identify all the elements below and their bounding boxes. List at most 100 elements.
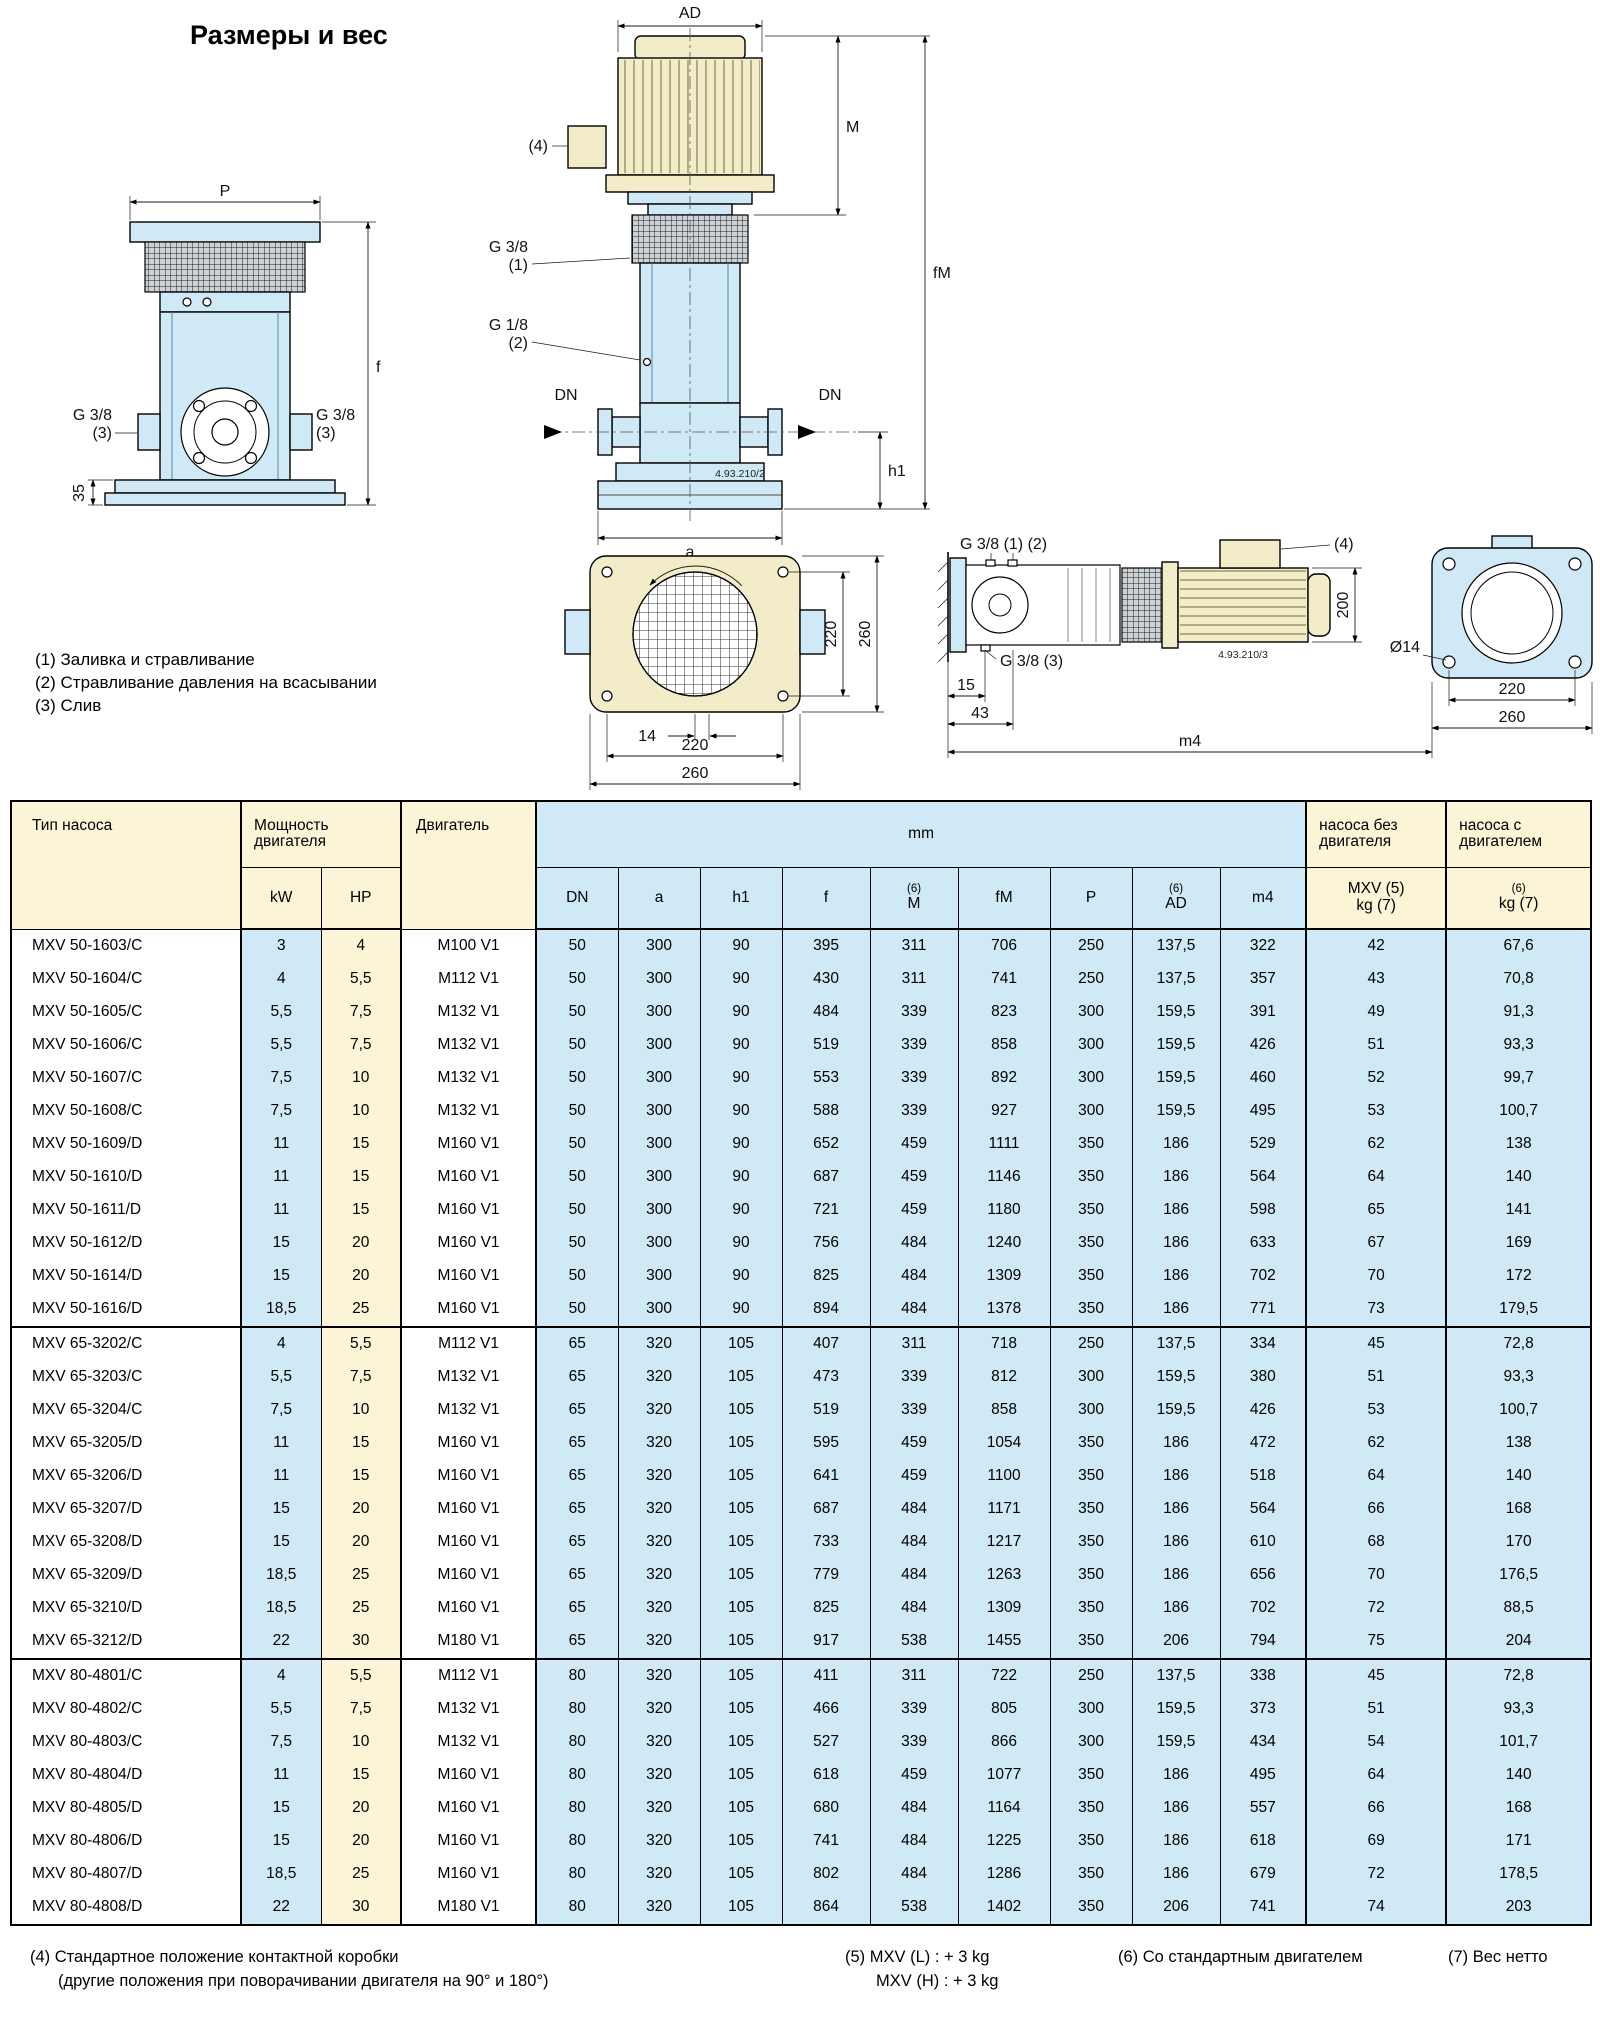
value-cell: 105	[699, 1559, 783, 1592]
value-cell: 300	[1049, 996, 1133, 1029]
pump-type-cell: MXV 80-4807/D	[10, 1858, 242, 1891]
pump-type-cell: MXV 50-1606/C	[10, 1029, 242, 1062]
value-cell: 350	[1049, 1161, 1133, 1194]
value-cell: 459	[869, 1161, 959, 1194]
value-cell: 679	[1219, 1858, 1308, 1891]
value-cell: 159,5	[1131, 1726, 1221, 1759]
pump-type-cell: MXV 50-1609/D	[10, 1128, 242, 1161]
value-cell: 50	[535, 996, 619, 1029]
value-cell: 1455	[957, 1625, 1051, 1659]
port-ref3-right-label: (3)	[316, 425, 336, 442]
value-cell: 100,7	[1445, 1095, 1592, 1128]
value-cell: 159,5	[1131, 1029, 1221, 1062]
technical-drawings: P G 3/8 (3) G 3/8 (3)	[71, 5, 1593, 790]
value-cell: 170	[1445, 1526, 1592, 1559]
value-cell: 858	[957, 1394, 1051, 1427]
value-cell: 4	[240, 1326, 322, 1361]
dim-dn-right-label: DN	[818, 387, 841, 404]
value-cell: 741	[781, 1825, 871, 1858]
value-cell: 680	[781, 1792, 871, 1825]
value-cell: 20	[320, 1227, 403, 1260]
value-cell: 320	[617, 1693, 701, 1726]
value-cell: 320	[617, 1592, 701, 1625]
value-cell: 90	[699, 1260, 783, 1293]
value-cell: 339	[869, 1029, 959, 1062]
value-cell: 538	[869, 1625, 959, 1659]
value-cell: 49	[1305, 996, 1448, 1029]
dim-200-label: 200	[1335, 592, 1352, 619]
side-view-drawing: AD (4) G 3/8 (1) G 1/8 (2)	[489, 5, 951, 561]
value-cell: 320	[617, 1891, 701, 1925]
col-header-ad: (6) AD	[1131, 866, 1221, 930]
value-cell: 300	[1049, 1062, 1133, 1095]
value-cell: 93,3	[1445, 1361, 1592, 1394]
value-cell: 825	[781, 1260, 871, 1293]
value-cell: 350	[1049, 1759, 1133, 1792]
plan-view-drawing: 220 260 14 220 260	[564, 555, 884, 790]
value-cell: 320	[617, 1726, 701, 1759]
value-cell: M160 V1	[400, 1194, 538, 1227]
value-cell: 7,5	[240, 1095, 322, 1128]
value-cell: 7,5	[320, 1029, 403, 1062]
value-cell: 25	[320, 1559, 403, 1592]
col-header-kg-pump: насоса без двигателя	[1305, 800, 1448, 868]
value-cell: 687	[781, 1161, 871, 1194]
value-cell: 100,7	[1445, 1394, 1592, 1427]
port-g38-right-label: G 3/8	[316, 407, 355, 424]
value-cell: 90	[699, 963, 783, 996]
value-cell: 22	[240, 1891, 322, 1925]
value-cell: 186	[1131, 1460, 1221, 1493]
kg-motor-line-1: насоса с	[1459, 816, 1522, 834]
pump-type-cell: MXV 50-1607/C	[10, 1062, 242, 1095]
value-cell: 90	[699, 1227, 783, 1260]
kg-pump-mxv: MXV (5)	[1347, 880, 1405, 898]
value-cell: 159,5	[1131, 1693, 1221, 1726]
value-cell: 350	[1049, 1460, 1133, 1493]
col-header-kw: kW	[240, 866, 322, 930]
value-cell: 334	[1219, 1326, 1308, 1361]
value-cell: 80	[535, 1693, 619, 1726]
value-cell: 137,5	[1131, 963, 1221, 996]
value-cell: 633	[1219, 1227, 1308, 1260]
value-cell: 311	[869, 1658, 959, 1693]
flow-arrow-out-icon	[798, 425, 816, 439]
value-cell: 67,6	[1445, 929, 1592, 963]
note-1: (1) Заливка и стравливание	[35, 650, 255, 669]
value-cell: 7,5	[240, 1394, 322, 1427]
value-cell: 20	[320, 1825, 403, 1858]
value-cell: 186	[1131, 1260, 1221, 1293]
pump-type-cell: MXV 50-1614/D	[10, 1260, 242, 1293]
value-cell: 140	[1445, 1460, 1592, 1493]
value-cell: 90	[699, 1128, 783, 1161]
value-cell: 5,5	[320, 1658, 403, 1693]
value-cell: M100 V1	[400, 929, 538, 963]
value-cell: 518	[1219, 1460, 1308, 1493]
port-g18-label: G 1/8	[489, 317, 528, 334]
value-cell: 105	[699, 1825, 783, 1858]
value-cell: 93,3	[1445, 1029, 1592, 1062]
value-cell: 25	[320, 1592, 403, 1625]
dim-fm-label: fM	[933, 265, 951, 282]
value-cell: 80	[535, 1858, 619, 1891]
value-cell: 339	[869, 1693, 959, 1726]
value-cell: 1225	[957, 1825, 1051, 1858]
value-cell: 105	[699, 1658, 783, 1693]
value-cell: 1164	[957, 1792, 1051, 1825]
value-cell: 320	[617, 1625, 701, 1659]
value-cell: 186	[1131, 1227, 1221, 1260]
value-cell: 825	[781, 1592, 871, 1625]
value-cell: 51	[1305, 1029, 1448, 1062]
value-cell: 15	[240, 1526, 322, 1559]
value-cell: 892	[957, 1062, 1051, 1095]
kg-pump-unit: kg (7)	[1356, 896, 1396, 914]
dimensions-table: Тип насоса Мощность двигателя Двигатель …	[10, 800, 1593, 1926]
value-cell: 484	[869, 1858, 959, 1891]
value-cell: 350	[1049, 1227, 1133, 1260]
value-cell: 22	[240, 1625, 322, 1659]
horizontal-view-drawing: G 3/8 (1) (2) G 3/8 (3) (4) 4.93.210/3 2…	[937, 536, 1433, 758]
value-cell: 7,5	[320, 1693, 403, 1726]
